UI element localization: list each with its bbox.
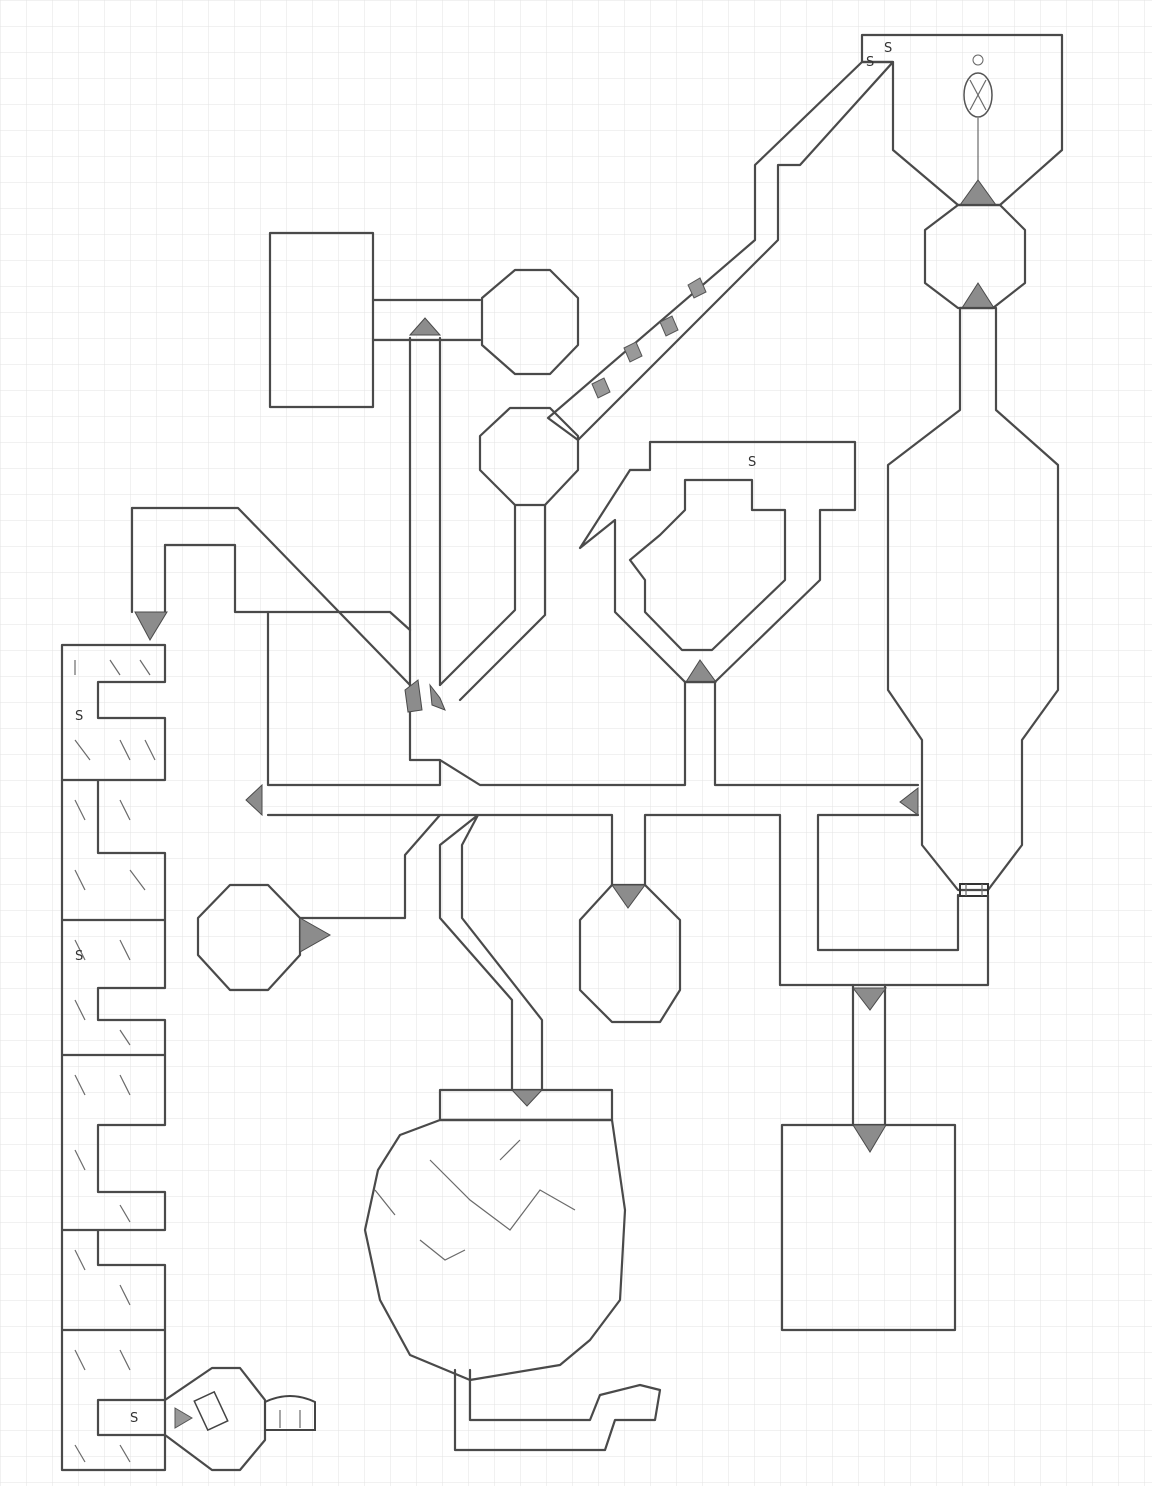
grave-room xyxy=(163,1366,267,1472)
grave-icon xyxy=(174,1390,229,1432)
room-bottom-right xyxy=(780,1123,957,1332)
door-icon xyxy=(245,783,263,817)
loop-room xyxy=(578,440,857,684)
door-icon xyxy=(264,1395,316,1431)
marker-label: S xyxy=(75,949,83,964)
door-icon xyxy=(299,917,332,953)
diagonal-corridor xyxy=(546,60,895,442)
lamp-icon xyxy=(963,54,993,180)
secret-door-icon xyxy=(959,883,989,897)
marker-label: S xyxy=(884,41,892,56)
tiled-corridor xyxy=(60,643,167,1472)
door-icon xyxy=(851,987,887,1011)
octagon-room-south xyxy=(578,883,682,1024)
octagon-room-top xyxy=(480,268,580,376)
stairs-icon xyxy=(74,659,156,1463)
door-icon xyxy=(899,786,919,816)
door-icon xyxy=(429,683,446,711)
marker-label: S xyxy=(75,709,83,724)
marker-label: S xyxy=(130,1411,138,1426)
door-icon xyxy=(611,884,646,909)
octagon-room-west xyxy=(196,883,302,992)
spike-trap-icon xyxy=(591,277,707,399)
door-icon xyxy=(510,1089,544,1107)
marker-label: S xyxy=(866,55,874,70)
door-icon xyxy=(134,611,168,642)
door-icon xyxy=(404,679,423,713)
room-top-left xyxy=(268,231,375,409)
door-icon xyxy=(408,317,442,336)
door-icon xyxy=(852,1124,887,1153)
marker-label: S xyxy=(748,455,756,470)
